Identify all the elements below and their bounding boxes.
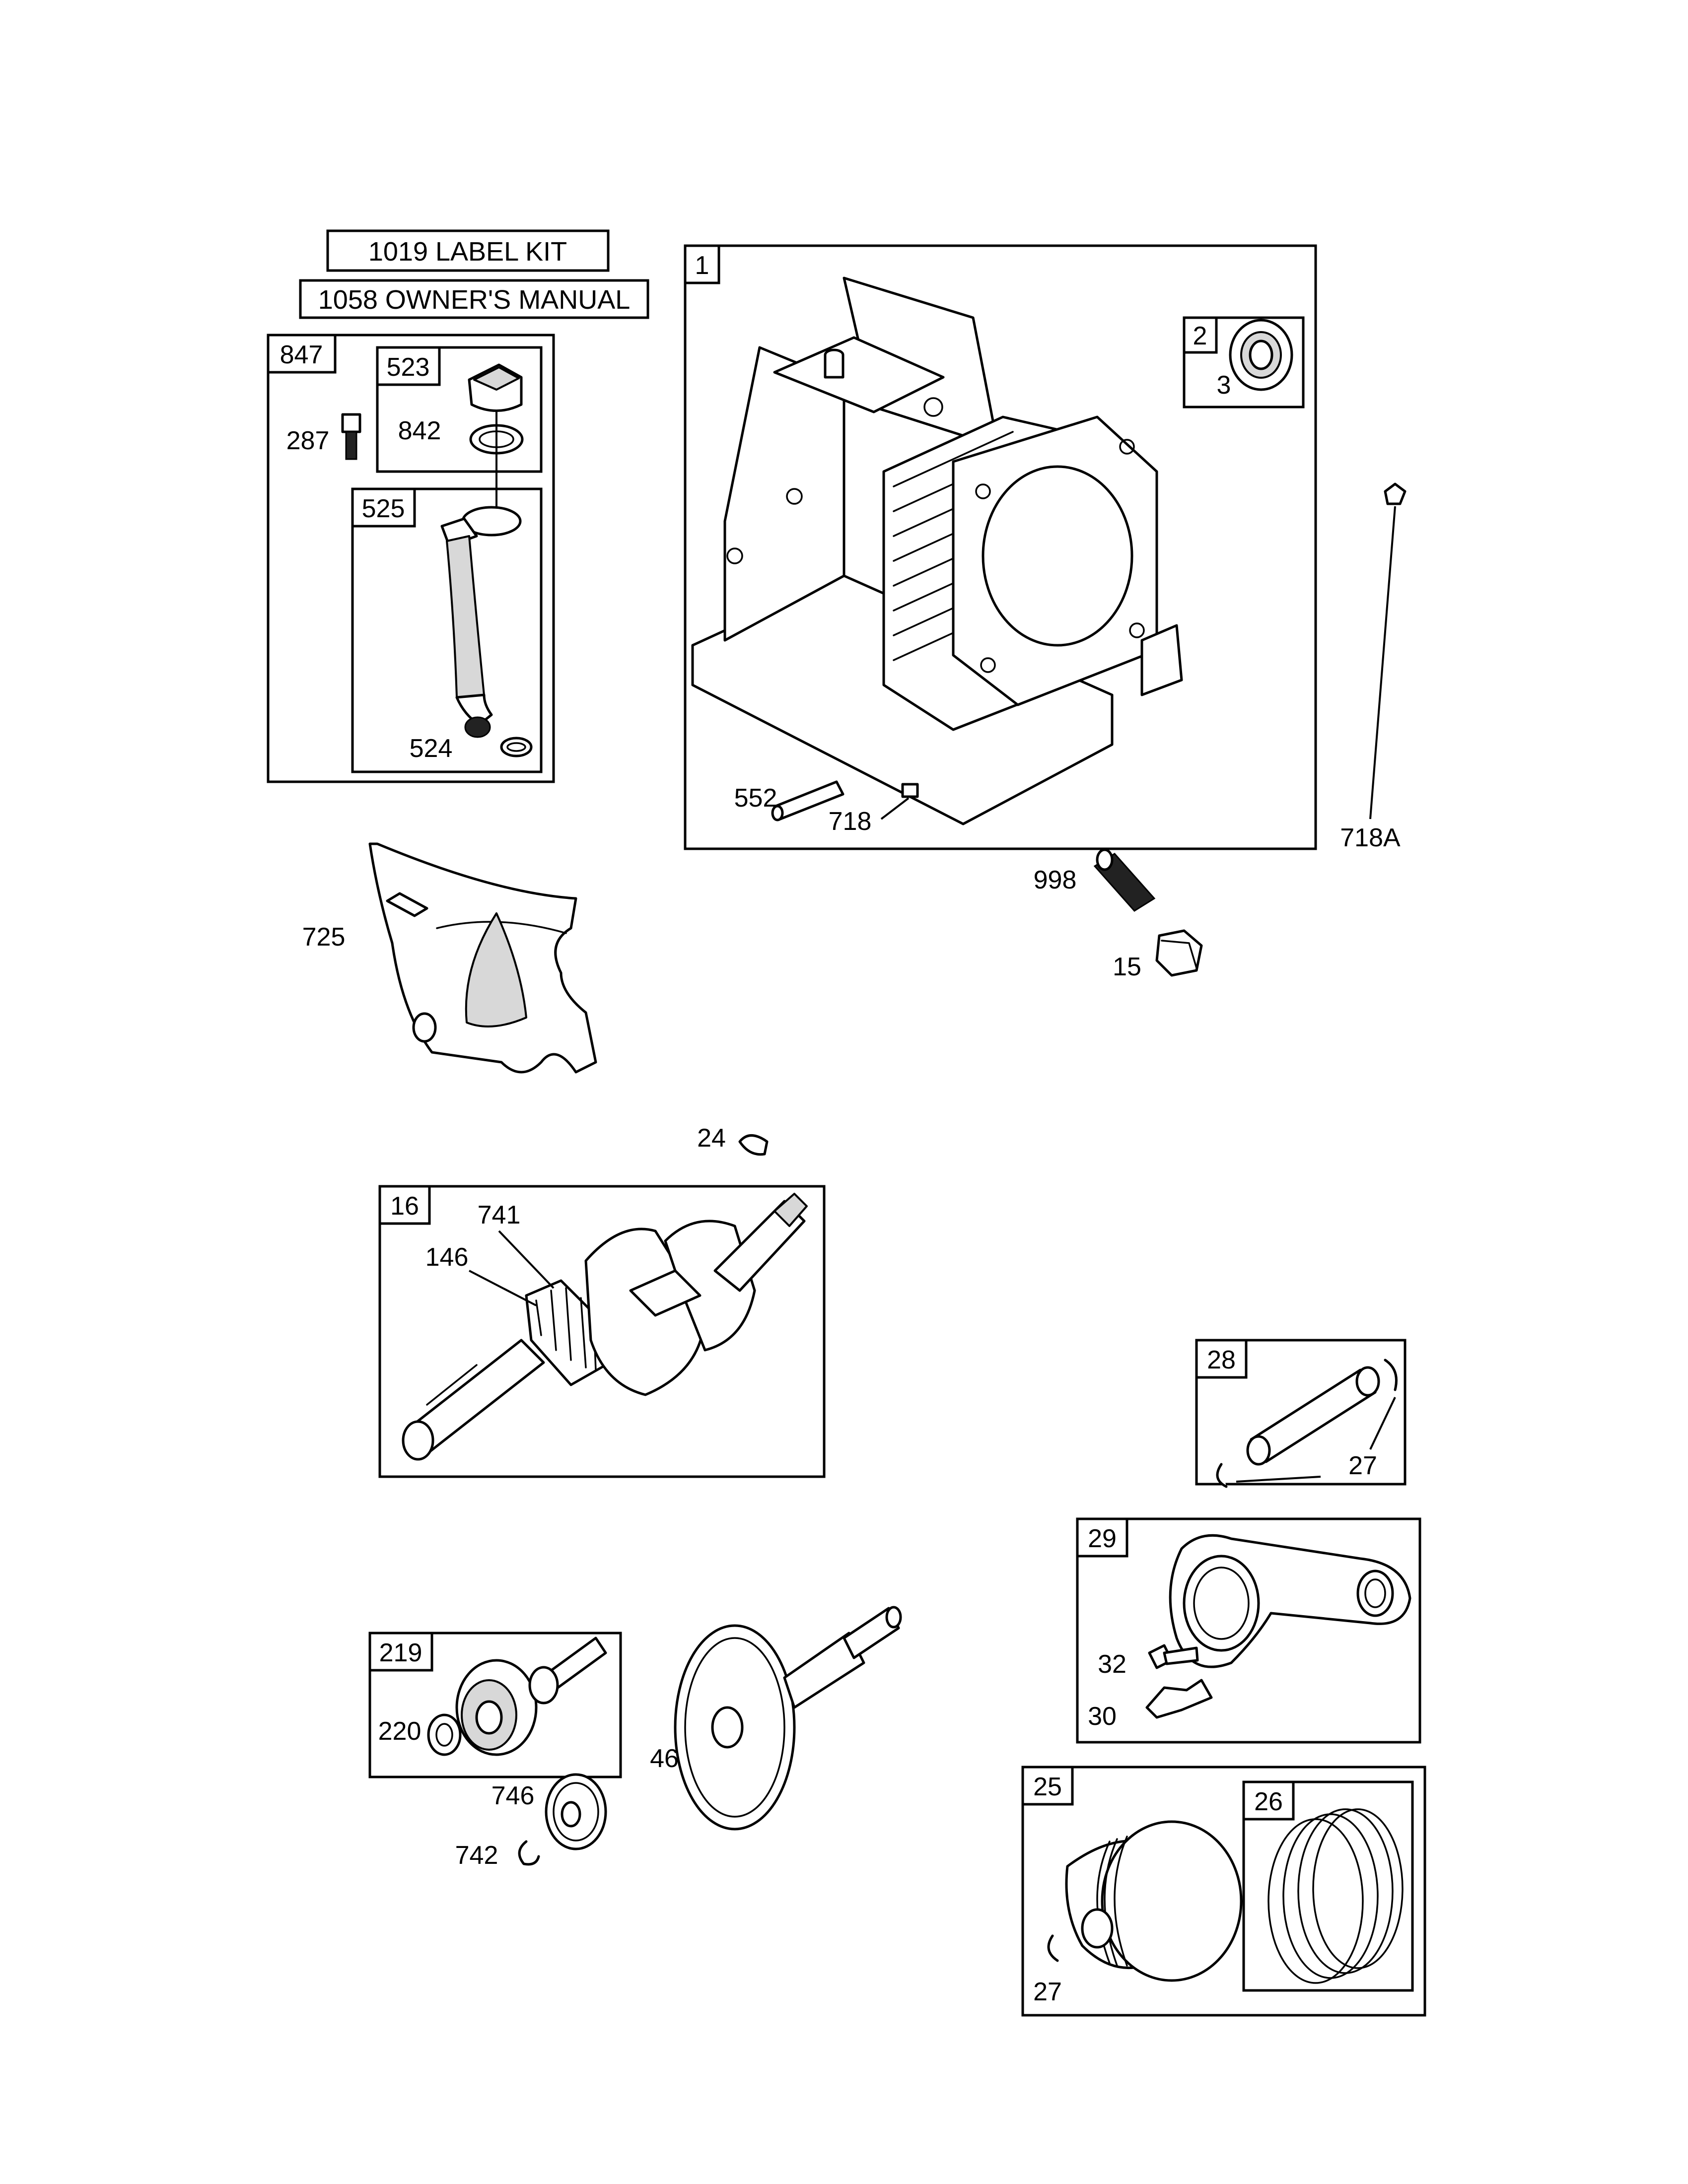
retaining-ring-left [1216,1463,1228,1488]
label-kit-text: 1019 LABEL KIT [368,237,567,267]
dowel-552 [771,780,844,821]
callout-16: 16 [390,1192,419,1221]
callout-552: 552 [734,784,777,813]
callout-25: 25 [1033,1773,1062,1801]
callout-847: 847 [280,341,323,369]
callout-746: 746 [492,1781,535,1810]
callout-741: 741 [478,1201,521,1229]
callout-30: 30 [1088,1702,1117,1731]
pin-718 [901,783,919,798]
callout-46: 46 [650,1744,679,1773]
callout-742: 742 [455,1841,498,1870]
callout-718a: 718A [1340,823,1401,852]
dipstick-tube [440,506,522,738]
callout-220: 220 [378,1717,422,1746]
clip-742 [518,1840,540,1866]
callout-2: 2 [1193,322,1207,350]
governor-shaft [528,1637,607,1705]
callout-219: 219 [379,1638,422,1667]
group-29-connecting-rod: 29 32 30 [1076,1517,1421,1744]
crankshaft [402,1193,808,1461]
owners-manual-box: 1058 OWNER'S MANUAL [299,279,649,319]
gear-746 [545,1773,607,1850]
callout-1: 1 [695,251,709,280]
callout-28: 28 [1207,1346,1236,1374]
piston [1065,1820,1243,1982]
key-24 [738,1134,769,1156]
callout-146: 146 [425,1243,469,1272]
callout-523: 523 [387,353,430,382]
connecting-rod [1169,1534,1411,1668]
group-28-piston-pin: 28 27 [1195,1339,1407,1488]
callout-525: 525 [362,494,405,523]
stud-998 [1093,848,1156,912]
callout-24: 24 [697,1124,726,1153]
governor-gear [455,1659,538,1756]
label-kit-box: 1019 LABEL KIT [326,229,610,272]
callout-725: 725 [302,923,346,952]
callout-718: 718 [829,807,872,836]
callout-27-piston: 27 [1033,1978,1062,2006]
piston-rings-26 [1267,1808,1404,1984]
group-25-piston: 25 27 26 [1021,1766,1426,2017]
callout-842: 842 [398,416,441,445]
group-847-dipstick: 847 523 842 287 525 [267,334,555,783]
rod-bolt-32 [1148,1644,1199,1669]
shield-725 [368,842,597,1074]
oil-seal-3 [1229,319,1293,391]
callout-26: 26 [1254,1787,1283,1816]
retaining-ring-right [1384,1359,1398,1391]
callout-32: 32 [1098,1650,1126,1679]
callout-3: 3 [1217,371,1231,400]
nut-15 [1155,929,1203,977]
group-219-governor: 219 220 [368,1632,622,1778]
owners-manual-text: 1058 OWNER'S MANUAL [318,285,631,315]
callout-524: 524 [410,734,453,763]
group-16-crankshaft: 16 741 146 [378,1185,826,1478]
bolt-287 [341,413,361,460]
callout-287: 287 [286,426,330,455]
oil-dipper-30 [1145,1679,1213,1719]
callout-998: 998 [1034,866,1077,894]
camshaft-46 [674,1606,902,1831]
o-ring-524 [500,737,533,757]
callout-15: 15 [1113,953,1141,981]
callout-29: 29 [1088,1524,1117,1553]
part-718a-rod [1369,482,1407,819]
washer-220 [427,1713,462,1756]
group-1-crankcase: 1 [684,244,1317,850]
callout-27-pin: 27 [1348,1451,1377,1480]
crankcase-block [691,276,1183,825]
piston-pin-ring [1047,1934,1059,1962]
piston-pin [1246,1366,1380,1466]
